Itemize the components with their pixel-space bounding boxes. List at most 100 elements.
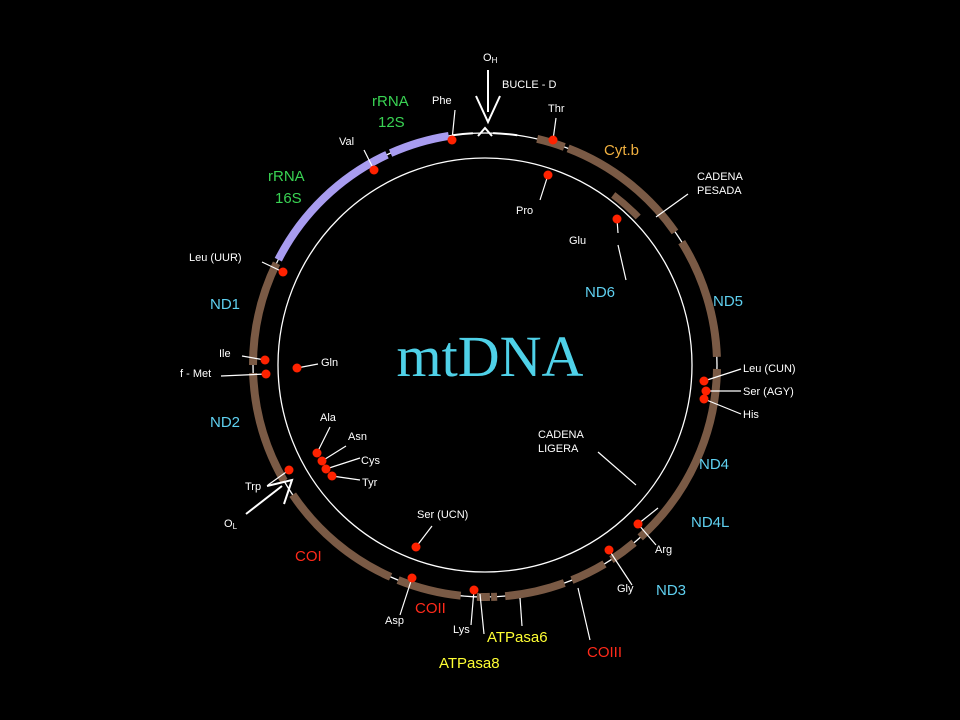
arg-leader: [637, 523, 657, 546]
trna-fmet-label: f - Met: [180, 368, 211, 380]
rrna16s-label-2: 16S: [275, 190, 302, 207]
trna-ile-label: Ile: [219, 348, 231, 360]
trna-dots: [260, 135, 711, 595]
trna-arg-label: Arg: [655, 544, 672, 556]
trna-gln-dot: [292, 363, 302, 373]
trna-glu-label: Glu: [569, 235, 586, 247]
his-leader: [703, 398, 742, 415]
rrna12s-label-2: 12S: [378, 114, 405, 131]
trna-gly-dot: [604, 545, 614, 555]
fmet-leader: [220, 373, 267, 377]
leu-cun-leader: [703, 368, 742, 382]
trna-asn-label: Asn: [348, 431, 367, 443]
trna-cys-dot: [321, 464, 331, 474]
atpase8-label: ATPasa8: [439, 655, 500, 672]
origin-light-label: O: [224, 518, 233, 530]
glu-leader-nd6: [617, 244, 627, 281]
trna-cys-label: Cys: [361, 455, 380, 467]
trna-glu-dot: [612, 214, 622, 224]
trna-thr-dot: [548, 135, 558, 145]
asp-leader: [399, 577, 413, 616]
nd3-segment: [570, 560, 607, 584]
coi-label: COI: [295, 548, 322, 565]
trna-ser-ucn-label: Ser (UCN): [417, 509, 468, 521]
svg-text:OL: OL: [224, 518, 238, 531]
nd3-label: ND3: [656, 582, 686, 599]
trna-leu-uur-dot: [278, 267, 288, 277]
nd2-label: ND2: [210, 414, 240, 431]
coiii-segment: [504, 579, 566, 601]
trna-lys-label: Lys: [453, 624, 470, 636]
ala-leader: [316, 426, 331, 454]
dloop-stub: [493, 132, 518, 137]
phe-leader: [451, 109, 456, 141]
nd4-segment: [637, 368, 721, 541]
trna-asn-dot: [317, 456, 327, 466]
asn-leader: [321, 445, 347, 462]
coiii-segment-tick: [519, 597, 523, 627]
trna-val-dot: [369, 165, 379, 175]
trna-leu-cun-dot: [699, 376, 709, 386]
trna-ala-dot: [312, 448, 322, 458]
cytb-label: Cyt.b: [604, 142, 639, 159]
nd4l-segment: [609, 539, 637, 563]
diagram-title: mtDNA: [397, 324, 584, 389]
rrna16s-label-1: rRNA: [268, 168, 305, 185]
tyr-leader: [331, 475, 361, 481]
nd4-label: ND4: [699, 456, 729, 473]
trna-arg-dot: [633, 519, 643, 529]
trna-gly-label: Gly: [617, 583, 634, 595]
heavy-strand-label-2: PESADA: [697, 185, 742, 197]
trna-fmet-dot: [261, 369, 271, 379]
svg-text:OH: OH: [483, 52, 498, 65]
origin-heavy-label: O: [483, 52, 492, 64]
origin-light: OL: [224, 478, 294, 531]
nd6-label: ND6: [585, 284, 615, 301]
rrna12s-label-1: rRNA: [372, 93, 409, 110]
origin-light-arrow-shaft: [245, 485, 283, 515]
trna-thr-label: Thr: [548, 103, 565, 115]
trna-gln-label: Gln: [321, 357, 338, 369]
trna-leu-cun-label: Leu (CUN): [743, 363, 796, 375]
trna-trp-dot: [284, 465, 294, 475]
trna-tyr-label: Tyr: [362, 477, 378, 489]
coiii-leader: [577, 587, 591, 641]
trna-trp-label: Trp: [245, 481, 261, 493]
trna-ser-agy-label: Ser (AGY): [743, 386, 794, 398]
nd5-label: ND5: [713, 293, 743, 310]
atpase6-label: ATPasa6: [487, 629, 548, 646]
light-strand-label-1: CADENA: [538, 429, 585, 441]
origin-light-sub: L: [233, 522, 238, 531]
trna-ile-dot: [260, 355, 270, 365]
trna-ser-ucn-dot: [411, 542, 421, 552]
coiii-label: COIII: [587, 644, 622, 661]
trna-phe-dot: [447, 135, 457, 145]
gene-segments: [249, 126, 721, 601]
coi-segment: [289, 492, 393, 581]
cys-leader: [325, 457, 361, 470]
rrna12s-segment: [388, 131, 450, 157]
origin-heavy-sub: H: [492, 56, 498, 65]
trna-his-label: His: [743, 409, 759, 421]
trna-pro-dot: [543, 170, 553, 180]
origin-heavy-arrow-head: [475, 95, 501, 125]
trna-his-dot: [699, 394, 709, 404]
trna-pro-label: Pro: [516, 205, 533, 217]
nd1-segment: [249, 261, 281, 366]
trna-ala-label: Ala: [320, 412, 337, 424]
heavy-strand-label-1: CADENA: [697, 171, 744, 183]
trna-lys-dot: [469, 585, 479, 595]
nd4l-label: ND4L: [691, 514, 729, 531]
nd2-segment: [249, 372, 288, 484]
trna-asp-dot: [407, 573, 417, 583]
nd1-label: ND1: [210, 296, 240, 313]
trna-tyr-dot: [327, 471, 337, 481]
origin-light-arrow-head: [266, 478, 294, 505]
light-strand-label-2: LIGERA: [538, 443, 579, 455]
trna-leu-uur-label: Leu (UUR): [189, 252, 242, 264]
nd5-segment: [678, 239, 721, 358]
heavy-strand-leader: [655, 193, 689, 218]
origin-heavy: OH: [475, 52, 501, 125]
lys-leader: [470, 589, 475, 626]
